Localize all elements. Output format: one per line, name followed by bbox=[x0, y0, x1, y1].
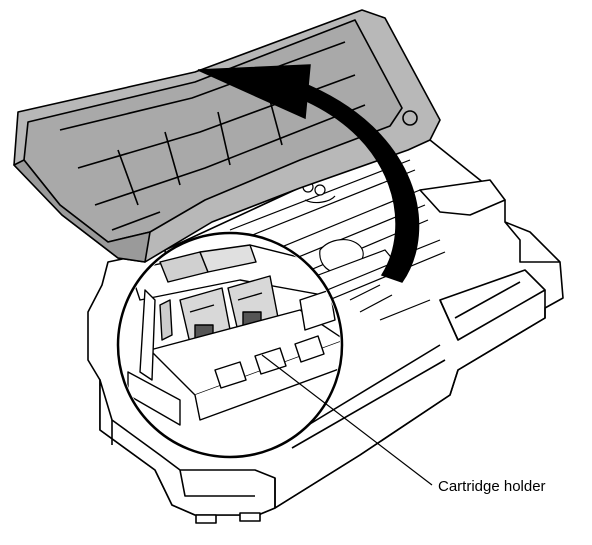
callout-label: Cartridge holder bbox=[438, 478, 546, 495]
leader-line bbox=[261, 354, 433, 486]
cover-open-arrow bbox=[197, 64, 420, 283]
magnified-detail-circle bbox=[116, 231, 344, 459]
